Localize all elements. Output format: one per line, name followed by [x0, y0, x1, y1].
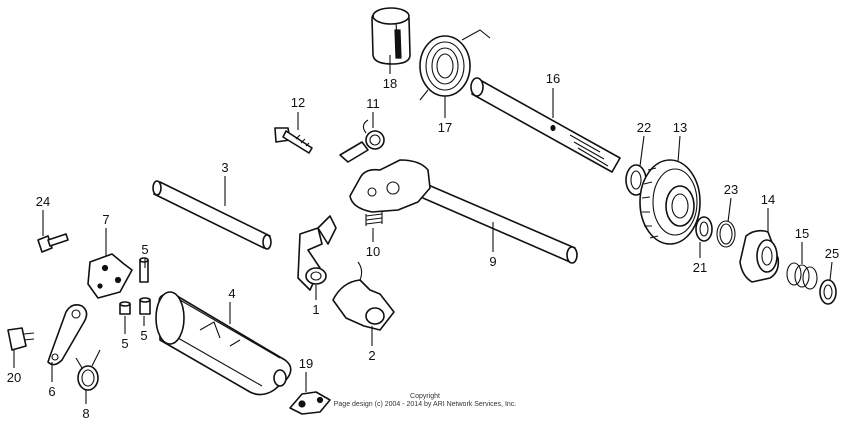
label-25: 25: [825, 246, 839, 261]
part-21-washer[interactable]: [695, 216, 713, 242]
part-13-gear[interactable]: [639, 159, 701, 245]
label-8: 8: [82, 406, 89, 421]
part-23-clip[interactable]: [716, 220, 736, 248]
label-1: 1: [312, 302, 319, 317]
label-11: 11: [366, 96, 380, 111]
label-23: 23: [724, 182, 738, 197]
label-16: 16: [546, 71, 560, 86]
label-5-a: 5: [141, 242, 148, 257]
part-1-shift-fork[interactable]: [297, 215, 337, 291]
part-4-shift-drum[interactable]: [155, 291, 292, 396]
part-18-collar[interactable]: [371, 7, 411, 65]
copyright-line-1: Copyright: [410, 393, 440, 400]
label-2: 2: [368, 348, 375, 363]
label-21: 21: [693, 260, 707, 275]
part-12-bolt[interactable]: [274, 127, 313, 154]
label-5-c: 5: [140, 328, 147, 343]
reference-numbers: 18 17 16 12 11 3 24 7 5 4 5 5 1 2 10 9 6…: [7, 71, 839, 421]
label-9: 9: [489, 254, 496, 269]
label-14: 14: [761, 192, 775, 207]
label-5-b: 5: [121, 336, 128, 351]
label-20: 20: [7, 370, 21, 385]
part-24-bolt[interactable]: [37, 233, 69, 253]
label-13: 13: [673, 120, 687, 135]
part-6-stopper-arm[interactable]: [47, 304, 88, 366]
copyright-notice: Copyright Page design (c) 2004 - 2014 by…: [334, 393, 517, 408]
part-25-washer[interactable]: [819, 279, 837, 305]
part-9-shift-shaft[interactable]: [349, 159, 578, 264]
part-7-plate[interactable]: [87, 253, 133, 299]
part-3-fork-shaft[interactable]: [152, 180, 272, 250]
label-10: 10: [366, 244, 380, 259]
label-19: 19: [299, 356, 313, 371]
label-7: 7: [102, 212, 109, 227]
leader-lines: [13, 55, 833, 404]
label-6: 6: [48, 384, 55, 399]
part-14-collar[interactable]: [739, 229, 780, 283]
part-16-shaft[interactable]: [470, 77, 621, 173]
part-11-stopper-arm[interactable]: [339, 119, 385, 163]
label-15: 15: [795, 226, 809, 241]
label-12: 12: [291, 95, 305, 110]
copyright-line-2: Page design (c) 2004 - 2014 by ARI Netwo…: [334, 401, 517, 408]
label-3: 3: [221, 160, 228, 175]
part-2-shift-fork[interactable]: [332, 261, 395, 331]
part-15-rings[interactable]: [786, 262, 818, 290]
label-22: 22: [637, 120, 651, 135]
part-19-plate[interactable]: [289, 391, 331, 415]
label-17: 17: [438, 120, 452, 135]
part-10-spring[interactable]: [365, 212, 383, 226]
label-24: 24: [36, 194, 50, 209]
part-5-pin-c[interactable]: [139, 297, 151, 315]
part-20-bolt[interactable]: [7, 327, 35, 351]
part-5-pin-b[interactable]: [119, 301, 131, 315]
part-17-spring[interactable]: [419, 29, 491, 101]
part-8-spring[interactable]: [75, 349, 101, 391]
part-5-pin-a[interactable]: [139, 257, 149, 283]
label-18: 18: [383, 76, 397, 91]
label-4: 4: [228, 286, 235, 301]
